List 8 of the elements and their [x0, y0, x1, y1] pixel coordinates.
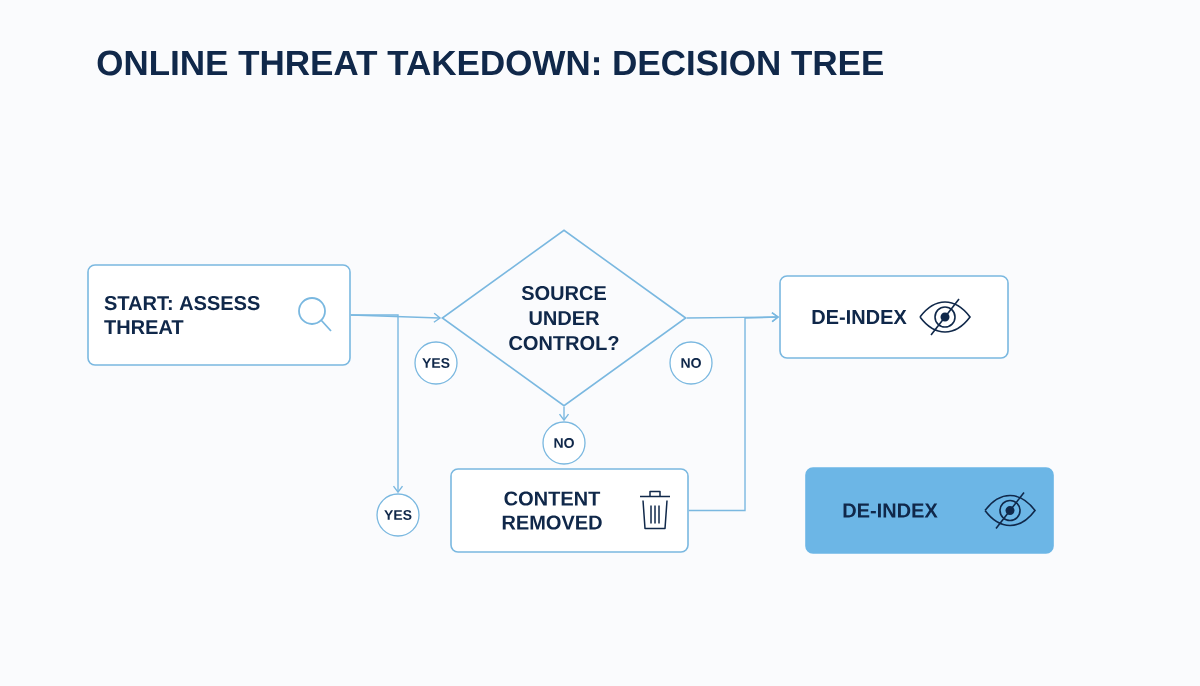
process-box: CONTENT REMOVED [450, 468, 689, 553]
arrow [558, 406, 570, 422]
process-box: DE-INDEX [779, 275, 1009, 359]
title: ONLINE THREAT TAKEDOWN: DECISION TREE [97, 50, 883, 76]
arrow [688, 312, 780, 512]
arrow [350, 314, 404, 494]
process-box: START: ASSESS THREAT [87, 264, 351, 366]
highlighted-box: DE-INDEX [805, 467, 1054, 554]
